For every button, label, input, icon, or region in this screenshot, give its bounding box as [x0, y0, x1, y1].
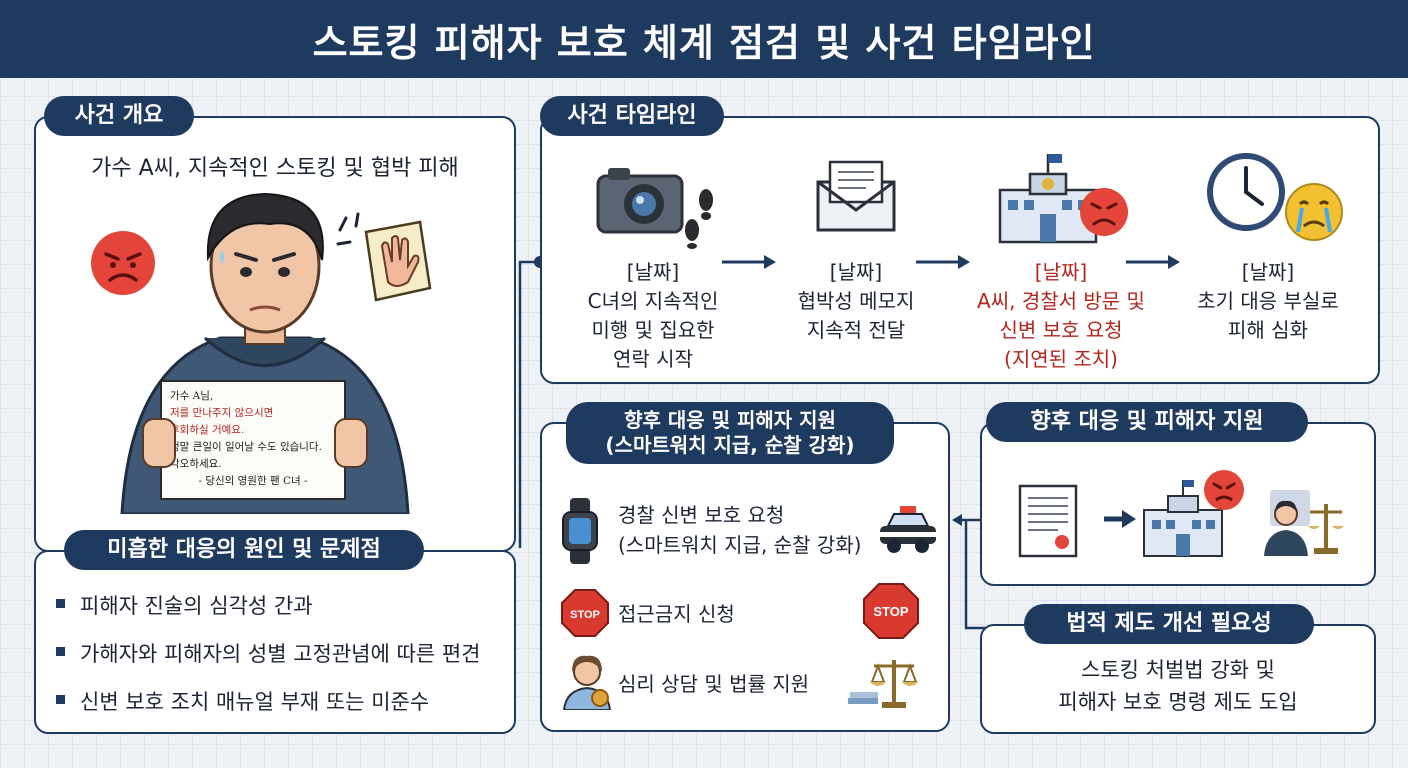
- timeline-step-2: [날짜] 협박성 메모지 지속적 전달: [786, 258, 926, 345]
- arrow-right-icon: [1104, 510, 1136, 528]
- timeline-header: 사건 타임라인: [540, 96, 724, 136]
- legal-line: 스토킹 처벌법 강화 및: [1081, 658, 1275, 682]
- threat-sign: 가수 A님, 저를 만나주지 않으시면 후회하실 거예요. 정말 큰일이 일어날…: [160, 380, 346, 500]
- stop-sign-text: STOP: [873, 604, 908, 619]
- judge-scales-icon: [1264, 490, 1344, 556]
- page-title: 스토킹 피해자 보호 체계 점검 및 사건 타임라인: [312, 20, 1096, 65]
- stop-sign-icon: STOP: [863, 583, 919, 639]
- sign-line: 후회하실 거예요.: [170, 424, 245, 436]
- timeline-step-4: [날짜] 초기 대응 부실로 피해 심화: [1188, 258, 1348, 345]
- step-line: 미행 및 집요한: [591, 318, 715, 342]
- support-item-2: 접근금지 신청: [618, 602, 735, 626]
- support-header: 향후 대응 및 피해자 지원 (스마트워치 지급, 순찰 강화): [566, 402, 894, 464]
- step-date: [날짜]: [1034, 260, 1088, 284]
- step-line: 연락 시작: [613, 347, 693, 371]
- legal-line: 피해자 보호 명령 제도 도입: [1058, 690, 1298, 714]
- step-line: 초기 대응 부실로: [1197, 289, 1339, 313]
- right-hand: [334, 418, 368, 468]
- timeline-step-1: [날짜] C녀의 지속적인 미행 및 집요한 연락 시작: [578, 258, 728, 374]
- clock-crying-icon: [1207, 153, 1343, 241]
- support-item-detail: (스마트워치 지급, 순찰 강화): [618, 533, 862, 557]
- step-line: 지속적 전달: [806, 318, 906, 342]
- step-date: [날짜]: [829, 260, 883, 284]
- overview-header: 사건 개요: [44, 96, 194, 136]
- stop-sign-text: STOP: [570, 609, 600, 621]
- sign-line: 가수 A님,: [170, 390, 214, 402]
- causes-header: 미흡한 대응의 원인 및 문제점: [64, 530, 424, 570]
- left-hand: [142, 418, 176, 468]
- camera-footprints-icon: [596, 168, 713, 249]
- step-line: (지연된 조치): [1004, 347, 1118, 371]
- timeline-arrow: [722, 255, 776, 269]
- sign-line: - 당신의 영원한 팬 C녀 -: [198, 475, 308, 487]
- document-icon: [1018, 484, 1078, 558]
- stop-sign-icon: STOP: [561, 589, 609, 637]
- title-bar: 스토킹 피해자 보호 체계 점검 및 사건 타임라인: [0, 0, 1408, 78]
- causes-list: 피해자 진술의 심각성 간과 가해자와 피해자의 성별 고정관념에 따른 편견 …: [52, 590, 480, 734]
- timeline-arrow: [1126, 255, 1180, 269]
- angry-face-icon: [91, 231, 155, 295]
- overview-subtitle: 가수 A씨, 지속적인 스토킹 및 협박 피해: [91, 156, 459, 181]
- support-item-title: 경찰 신변 보호 요청: [618, 503, 785, 527]
- step-line: 피해 심화: [1228, 318, 1308, 342]
- legal-text: 스토킹 처벌법 강화 및 피해자 보호 명령 제도 도입: [980, 654, 1376, 718]
- step-line: C녀의 지속적인: [587, 289, 719, 313]
- step-date: [날짜]: [1241, 260, 1295, 284]
- smartwatch-icon: [562, 498, 598, 564]
- cause-item: 피해자 진술의 심각성 간과: [52, 590, 480, 620]
- step-date: [날짜]: [626, 260, 680, 284]
- cause-item: 가해자와 피해자의 성별 고정관념에 따른 편견: [52, 638, 480, 668]
- legal-header: 법적 제도 개선 필요성: [1024, 604, 1314, 644]
- police-station-angry-icon: [998, 154, 1128, 244]
- support-right-header: 향후 대응 및 피해자 지원: [986, 402, 1308, 442]
- sign-line: 저를 만나주지 않으시면: [170, 407, 274, 419]
- threat-note-hand-icon: [336, 212, 432, 302]
- sign-line: 정말 큰일이 일어날 수도 있습니다.: [170, 441, 322, 453]
- envelope-icon: [816, 160, 896, 232]
- support-item-3: 심리 상담 및 법률 지원: [618, 672, 810, 696]
- scales-icon: [848, 660, 918, 708]
- police-building-angry-icon: [1143, 470, 1244, 557]
- step-line: A씨, 경찰서 방문 및: [977, 289, 1145, 313]
- support-header-line1: 향후 대응 및 피해자 지원: [624, 408, 836, 432]
- support-header-line2: (스마트워치 지급, 순찰 강화): [605, 433, 855, 457]
- support-item-1: 경찰 신변 보호 요청 (스마트워치 지급, 순찰 강화): [618, 500, 861, 560]
- police-car-icon: [880, 506, 936, 553]
- sign-line: 각오하세요.: [170, 458, 222, 470]
- support-card: [540, 422, 950, 732]
- step-line: 신변 보호 요청: [999, 318, 1123, 342]
- timeline-arrow: [916, 255, 970, 269]
- step-line: 협박성 메모지: [797, 289, 915, 313]
- timeline-step-3: [날짜] A씨, 경찰서 방문 및 신변 보호 요청 (지연된 조치): [962, 258, 1160, 374]
- counselor-icon: [562, 655, 612, 710]
- cause-item: 신변 보호 조치 매뉴얼 부재 또는 미준수: [52, 686, 480, 716]
